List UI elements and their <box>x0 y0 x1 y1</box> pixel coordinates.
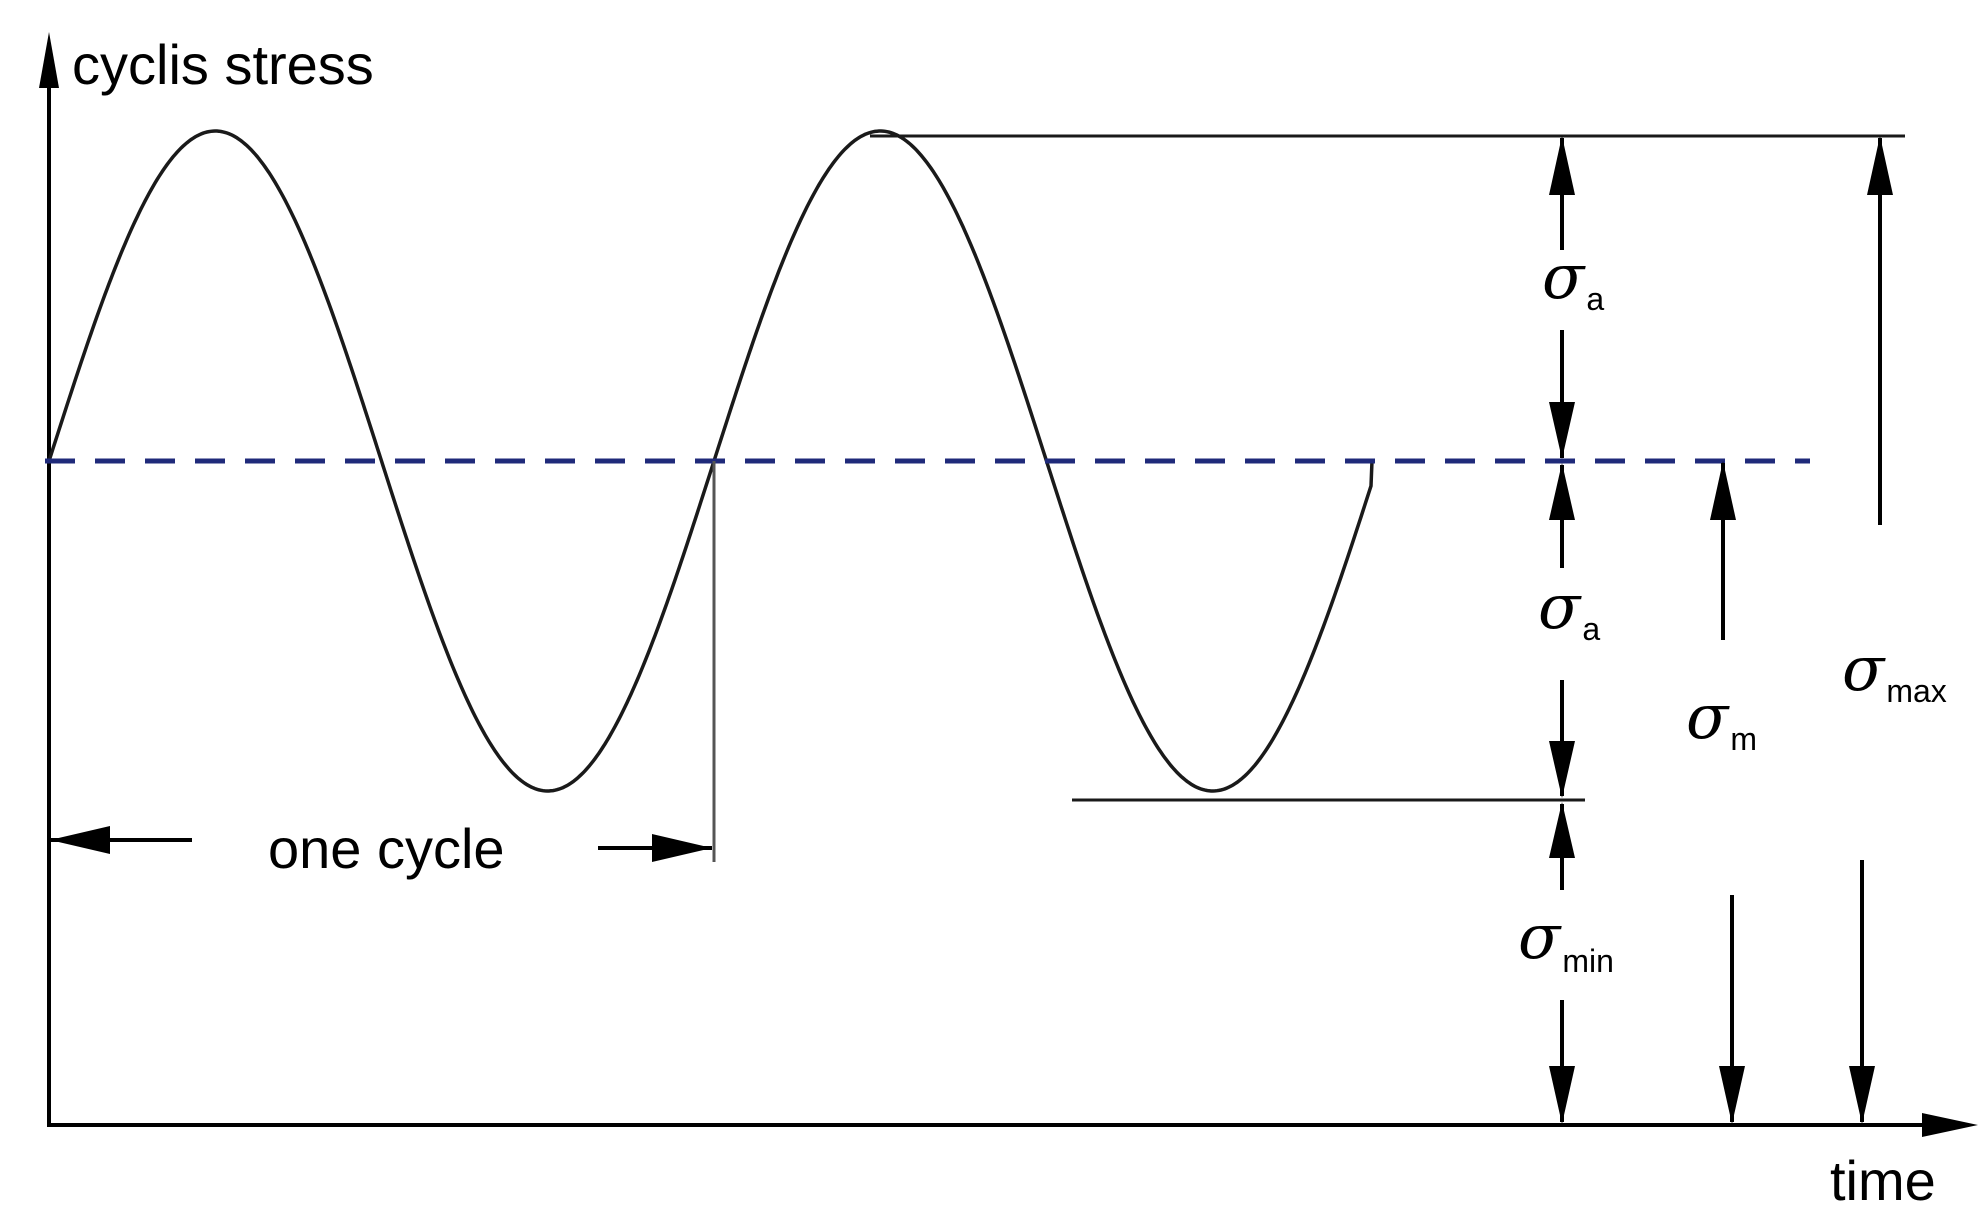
amplitude-lower-arrowhead-top <box>1549 463 1575 520</box>
sigma-a-upper-label: σa <box>1542 240 1604 317</box>
min-stress-arrowhead-top <box>1549 802 1575 858</box>
max-stress-arrowhead-bottom <box>1849 1066 1875 1124</box>
x-axis-arrowhead <box>1922 1113 1978 1137</box>
sigma-a-lower-label: σa <box>1538 570 1600 647</box>
amplitude-upper-arrowhead-top <box>1549 136 1575 195</box>
mean-stress-arrowhead-bottom <box>1719 1066 1745 1124</box>
amplitude-upper-arrowhead-bottom <box>1549 402 1575 459</box>
x-axis-label: time <box>1830 1149 1936 1205</box>
mean-stress-arrowhead-top <box>1710 461 1736 520</box>
one-cycle-label: one cycle <box>268 817 505 880</box>
sigma-m-label: σm <box>1686 680 1757 757</box>
sigma-min-label: σmin <box>1518 900 1614 979</box>
mean-stress-arrows <box>1721 463 1734 1122</box>
max-stress-arrowhead-top <box>1867 136 1893 195</box>
amplitude-lower-arrowhead-bottom <box>1549 741 1575 798</box>
cycle-left-arrowhead <box>50 826 110 854</box>
cycle-right-arrowhead <box>652 834 712 862</box>
min-stress-arrowhead-bottom <box>1549 1066 1575 1124</box>
y-axis-label: cyclis stress <box>72 33 374 96</box>
sigma-max-label: σmax <box>1842 632 1947 709</box>
stress-curve <box>47 129 1374 793</box>
max-stress-arrows <box>1860 138 1882 1122</box>
y-axis-arrowhead <box>39 32 59 88</box>
